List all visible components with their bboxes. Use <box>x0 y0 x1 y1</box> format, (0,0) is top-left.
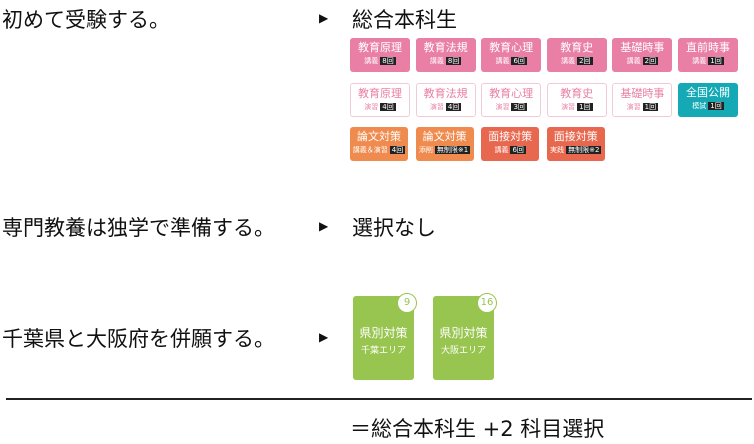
course-title: 教育心理 <box>489 86 534 100</box>
course-title: 教育法規 <box>423 86 468 100</box>
course-title: 教育心理 <box>489 41 534 54</box>
course-type: 添削 <box>418 146 433 154</box>
card-area: 大阪エリア <box>440 346 486 356</box>
course-title: 教育法規 <box>423 41 468 54</box>
course-title: 教育史 <box>560 41 594 54</box>
course-type: 演習 <box>626 102 641 111</box>
row-label-self-study: 専門教養は独学で準備する。 <box>2 216 275 240</box>
course-type: 講義 <box>364 57 379 65</box>
course-type: 模試 <box>692 101 707 110</box>
course-count-badge: 1回 <box>577 102 593 111</box>
row-label-dual-application: 千葉県と大阪府を併願する。 <box>2 327 275 351</box>
course-type: 実践 <box>550 146 565 154</box>
course-type: 演習 <box>364 102 379 111</box>
course-title: 論文対策 <box>422 130 467 143</box>
course-title: 論文対策 <box>357 130 401 143</box>
course-title: 面接対策 <box>553 130 598 143</box>
course-title: 基礎時事 <box>620 86 665 100</box>
course-type: 講義 <box>494 146 509 154</box>
course-count-badge: 1回 <box>708 57 724 65</box>
course-title: 全国公開 <box>686 85 730 99</box>
arrow-icon: ▶ <box>319 219 329 233</box>
course-count-badge: 2回 <box>577 57 593 65</box>
course-title: 教育原理 <box>358 41 402 54</box>
course-type: 演習 <box>561 102 576 111</box>
course-count-badge: 1回 <box>708 101 724 110</box>
course-type: 講義 <box>495 57 510 65</box>
card-title: 県別対策 <box>359 326 408 340</box>
result-none: 選択なし <box>352 216 436 240</box>
course-count-badge: 無制限※1 <box>434 146 471 154</box>
total-summary: ＝総合本科生 +2 科目選択 <box>350 417 605 441</box>
prefecture-card-chiba[interactable]: 9 県別対策 千葉エリア <box>353 293 417 380</box>
course-title: 教育史 <box>560 86 594 100</box>
count-badge: 16 <box>477 293 497 313</box>
course-type: 講義 <box>429 57 444 65</box>
course-title: 直前時事 <box>686 41 730 54</box>
row-label-first-exam: 初めて受験する。 <box>2 8 170 32</box>
result-sogo-honka: 総合本科生 <box>352 8 457 32</box>
course-type: 講義 <box>561 57 576 65</box>
arrow-icon: ▶ <box>319 11 329 25</box>
course-count-badge: 8回 <box>380 57 396 65</box>
course-type: 講義 <box>626 57 641 65</box>
count-badge: 9 <box>397 293 417 313</box>
card-title: 県別対策 <box>439 326 488 340</box>
course-title: 教育原理 <box>358 86 402 100</box>
course-count-badge: 6回 <box>511 57 527 65</box>
course-title: 面接対策 <box>488 130 533 143</box>
course-count-badge: 2回 <box>642 57 659 65</box>
course-title: 基礎時事 <box>620 41 665 54</box>
arrow-icon: ▶ <box>319 330 329 344</box>
prefecture-card-osaka[interactable]: 16 県別対策 大阪エリア <box>433 293 497 380</box>
course-count-badge: 4回 <box>380 102 396 111</box>
course-count-badge: 4回 <box>445 102 462 111</box>
course-count-badge: 4回 <box>389 146 406 154</box>
course-type: 講義＆演習 <box>352 146 388 154</box>
course-count-badge: 8回 <box>445 57 462 65</box>
course-count-badge: 3回 <box>511 102 527 111</box>
course-type: 演習 <box>429 102 444 111</box>
course-count-badge: 無制限※2 <box>566 146 602 154</box>
course-type: 講義 <box>692 57 707 65</box>
card-area: 千葉エリア <box>360 346 406 356</box>
course-type: 演習 <box>495 102 510 111</box>
course-card[interactable]: 論文対策添削無制限※1 <box>415 127 474 161</box>
course-count-badge: 6回 <box>510 146 526 154</box>
course-card[interactable]: 面接対策実践無制限※2 <box>546 127 605 161</box>
divider <box>6 398 752 400</box>
course-count-badge: 1回 <box>642 102 659 111</box>
